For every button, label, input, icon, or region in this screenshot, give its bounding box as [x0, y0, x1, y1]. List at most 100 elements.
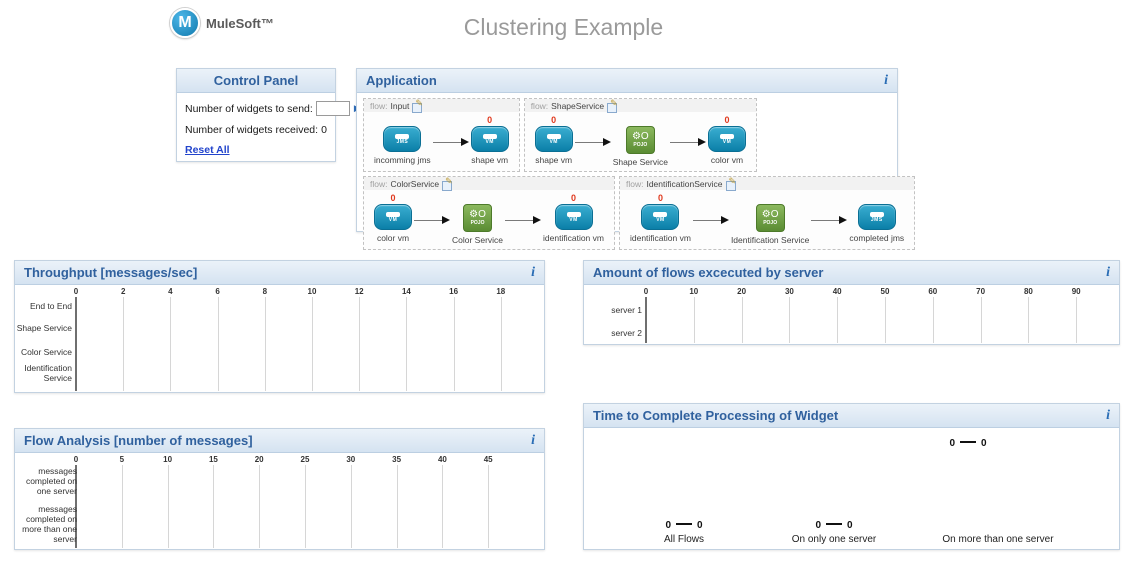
flow-arrow-icon — [432, 138, 469, 146]
gridline — [741, 297, 743, 343]
gridline — [213, 465, 215, 548]
icon-tag: VM — [485, 138, 494, 145]
gridline — [980, 297, 982, 343]
range-dash-icon — [960, 441, 976, 444]
axis-tick-label: 50 — [880, 287, 890, 296]
axis-tick-label: 16 — [449, 287, 459, 296]
gridline — [500, 297, 502, 391]
time-to-complete-panel: Time to Complete Processing of Widget i … — [583, 403, 1120, 550]
mulesoft-logo-icon: M — [170, 8, 200, 38]
node-label: Identification Service — [730, 235, 810, 245]
flows-by-server-title: Amount of flows excecuted by server — [593, 265, 824, 280]
gridline — [885, 297, 886, 343]
axis-tick-label: 90 — [1071, 287, 1081, 296]
axis-tick-label: 5 — [119, 455, 125, 464]
category-label: End to End — [29, 301, 72, 311]
axis-tick-label: 40 — [437, 455, 447, 464]
info-icon[interactable]: i — [1106, 264, 1110, 280]
category-label: Identification Service — [24, 363, 72, 383]
gridline — [837, 297, 839, 343]
flow-box-ShapeService: flow:ShapeService0VMshape vm⚙OPOJOShape … — [523, 98, 757, 172]
time-to-complete-header: Time to Complete Processing of Widget i — [584, 404, 1119, 428]
flow-label: flow:ShapeService — [524, 98, 756, 113]
application-panel: Application i flow:InputJMSincomming jms… — [356, 68, 916, 250]
widgets-received-value: 0 — [321, 124, 327, 136]
gridline — [312, 297, 313, 391]
gridline — [305, 465, 306, 548]
node-label: incomming jms — [374, 155, 431, 165]
node-label: color vm — [376, 233, 410, 243]
gridline — [121, 465, 123, 548]
stat-max: 0 — [697, 520, 703, 531]
gridline — [442, 465, 444, 548]
flow-prefix: flow: — [370, 101, 388, 111]
vm-endpoint-icon: VM — [534, 126, 573, 152]
flow-analysis-title: Flow Analysis [number of messages] — [24, 433, 253, 448]
category-label: messages completed on one server — [25, 466, 77, 496]
axis-line — [75, 465, 77, 548]
flow-prefix: flow: — [530, 101, 549, 111]
category-label: server 2 — [611, 328, 642, 338]
icon-tag: POJO — [763, 220, 778, 226]
info-icon[interactable]: i — [531, 264, 535, 280]
stat-min: 0 — [815, 520, 821, 531]
info-icon[interactable]: i — [531, 432, 535, 448]
axis-tick-label: 15 — [208, 455, 218, 464]
info-icon[interactable]: i — [884, 72, 888, 88]
stat-min: 0 — [949, 438, 955, 449]
node-counter: 0 — [724, 115, 730, 125]
edit-icon — [725, 176, 737, 191]
node-label: shape vm — [471, 155, 509, 165]
flow-name: ShapeService — [551, 101, 605, 111]
gridline — [488, 465, 490, 548]
axis-tick-label: 0 — [643, 287, 649, 296]
stat-max: 0 — [981, 438, 987, 449]
axis-line — [75, 297, 77, 391]
node-counter: 0 — [571, 193, 577, 203]
application-header: Application i — [357, 69, 897, 93]
flow-arrow-icon — [811, 216, 848, 224]
node-counter: 0 — [487, 115, 493, 125]
node-label: completed jms — [849, 233, 905, 243]
reset-all-link[interactable]: Reset All — [185, 144, 230, 156]
gridline — [350, 465, 352, 548]
gridline — [406, 297, 408, 391]
edit-icon — [442, 176, 453, 191]
icon-tag: VM — [656, 216, 665, 223]
page-title: Clustering Example — [463, 14, 664, 40]
gridline — [359, 297, 361, 391]
node-label: shape vm — [535, 155, 573, 165]
gridline — [396, 465, 398, 548]
flow-box-ColorService: flow:ColorService0VMcolor vm⚙OPOJOColor … — [363, 176, 615, 250]
node-label: color vm — [710, 155, 744, 165]
jms-endpoint-icon: JMS — [857, 204, 896, 230]
gridline — [1028, 297, 1030, 343]
node-counter: 0 — [390, 193, 396, 203]
vm-endpoint-icon: VM — [554, 204, 593, 230]
gear-icon: ⚙O — [761, 209, 779, 220]
axis-tick-label: 10 — [307, 287, 317, 296]
info-icon[interactable]: i — [1106, 407, 1110, 423]
axis-tick-label: 2 — [120, 287, 126, 296]
edit-icon — [607, 98, 618, 113]
category-label: server 1 — [611, 305, 642, 315]
widgets-to-send-input[interactable] — [315, 101, 350, 116]
